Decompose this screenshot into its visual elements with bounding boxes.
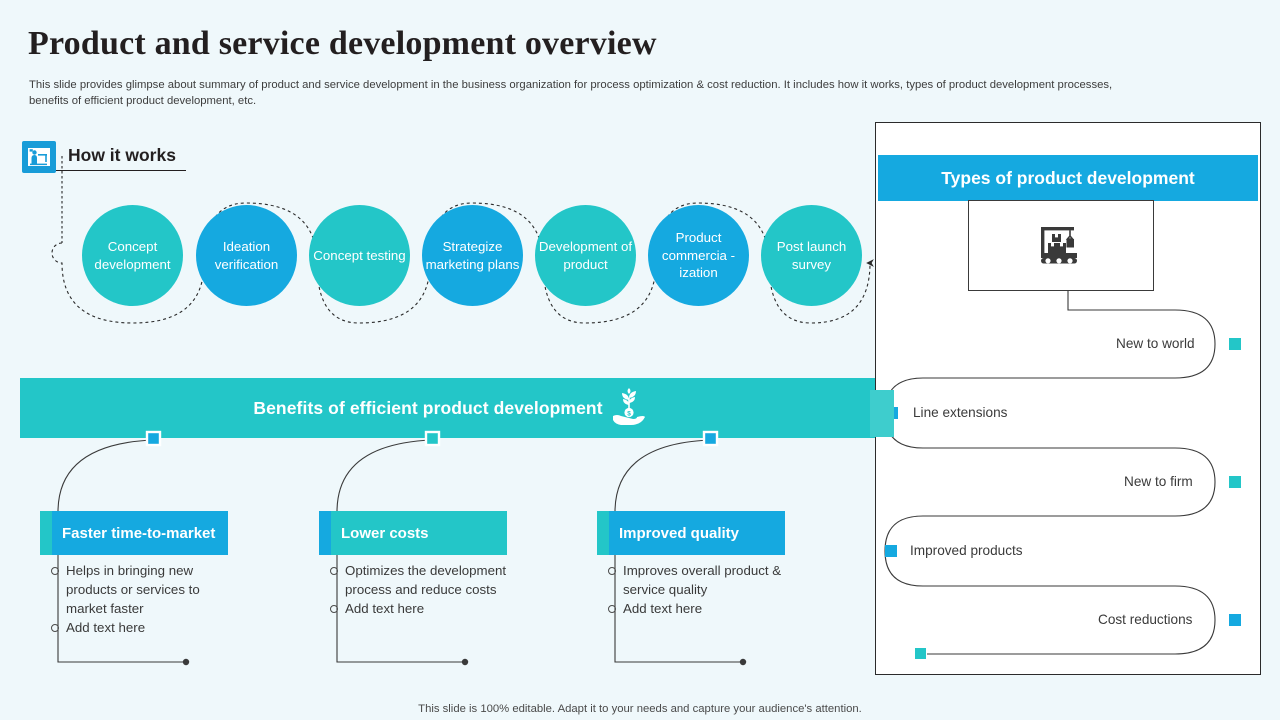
list-item: Improves overall product & service quali… bbox=[597, 561, 785, 599]
flow-step-label: Concept development bbox=[94, 239, 171, 272]
list-item: Optimizes the development process and re… bbox=[319, 561, 507, 599]
benefit-card-accent bbox=[40, 511, 52, 555]
benefits-banner: Benefits of efficient product developmen… bbox=[20, 378, 880, 438]
crane-conveyor-boxes-icon bbox=[968, 200, 1154, 291]
benefit-card-accent bbox=[319, 511, 331, 555]
types-panel-title: Types of product development bbox=[878, 155, 1258, 201]
flow-step-label: Product commercia -ization bbox=[661, 230, 736, 281]
list-item: Add text here bbox=[40, 618, 228, 637]
types-item-label-4: Improved products bbox=[910, 543, 1023, 558]
flow-step-label: Development of product bbox=[538, 239, 633, 272]
footer-note: This slide is 100% editable. Adapt it to… bbox=[418, 703, 862, 715]
benefit-card-3[interactable]: Improved quality Improves overall produc… bbox=[597, 511, 785, 618]
benefit-card-title: Improved quality bbox=[609, 511, 785, 555]
types-snake-path bbox=[884, 289, 1216, 655]
flow-step-5[interactable]: Development of product bbox=[535, 205, 636, 306]
benefit-card-2[interactable]: Lower costs Optimizes the development pr… bbox=[319, 511, 507, 618]
types-item-label-3: New to firm bbox=[1124, 474, 1193, 489]
benefit-card-title: Faster time-to-market bbox=[52, 511, 228, 555]
benefit-card-1[interactable]: Faster time-to-market Helps in bringing … bbox=[40, 511, 228, 637]
flow-step-label: Concept testing bbox=[313, 247, 406, 263]
benefit-card-list: Optimizes the development process and re… bbox=[319, 561, 507, 618]
hand-holding-plant-money-icon: $ bbox=[611, 386, 647, 431]
page-subtitle: This slide provides glimpse about summar… bbox=[29, 79, 1113, 107]
how-it-works-header: How it works bbox=[22, 141, 186, 173]
benefit-card-header: Lower costs bbox=[319, 511, 507, 555]
types-path-end-marker bbox=[915, 648, 926, 659]
list-item: Add text here bbox=[597, 599, 785, 618]
benefits-banner-title: Benefits of efficient product developmen… bbox=[253, 397, 603, 418]
flow-step-label: Post launch survey bbox=[776, 239, 847, 272]
benefit-card-list: Improves overall product & service quali… bbox=[597, 561, 785, 618]
flow-step-7[interactable]: Post launch survey bbox=[761, 205, 862, 306]
types-item-marker-5 bbox=[1229, 614, 1241, 626]
flow-step-4[interactable]: Strategize marketing plans bbox=[422, 205, 523, 306]
benefit-connectors bbox=[57, 430, 747, 666]
svg-text:$: $ bbox=[627, 410, 631, 417]
page-title: Product and service development overview bbox=[28, 25, 657, 62]
benefit-card-list: Helps in bringing new products or servic… bbox=[40, 561, 228, 637]
flow-step-2[interactable]: Ideation verification bbox=[196, 205, 297, 306]
flow-step-1[interactable]: Concept development bbox=[82, 205, 183, 306]
benefit-card-title: Lower costs bbox=[331, 511, 507, 555]
flow-step-label: Ideation verification bbox=[214, 239, 279, 272]
benefit-card-header: Improved quality bbox=[597, 511, 785, 555]
flow-step-3[interactable]: Concept testing bbox=[309, 205, 410, 306]
benefit-card-header: Faster time-to-market bbox=[40, 511, 228, 555]
types-item-label-5: Cost reductions bbox=[1098, 612, 1193, 627]
benefit-card-accent bbox=[597, 511, 609, 555]
how-it-works-label: How it works bbox=[56, 144, 186, 171]
types-item-marker-3 bbox=[1229, 476, 1241, 488]
list-item: Add text here bbox=[319, 599, 507, 618]
types-item-label-2: Line extensions bbox=[913, 405, 1008, 420]
flow-step-6[interactable]: Product commercia -ization bbox=[648, 205, 749, 306]
flow-step-label: Strategize marketing plans bbox=[425, 239, 520, 272]
person-at-desk-icon bbox=[22, 141, 56, 173]
types-item-tab-2 bbox=[870, 390, 894, 437]
list-item: Helps in bringing new products or servic… bbox=[40, 561, 228, 618]
types-item-label-1: New to world bbox=[1116, 336, 1195, 351]
types-item-marker-4 bbox=[885, 545, 897, 557]
types-item-marker-1 bbox=[1229, 338, 1241, 350]
